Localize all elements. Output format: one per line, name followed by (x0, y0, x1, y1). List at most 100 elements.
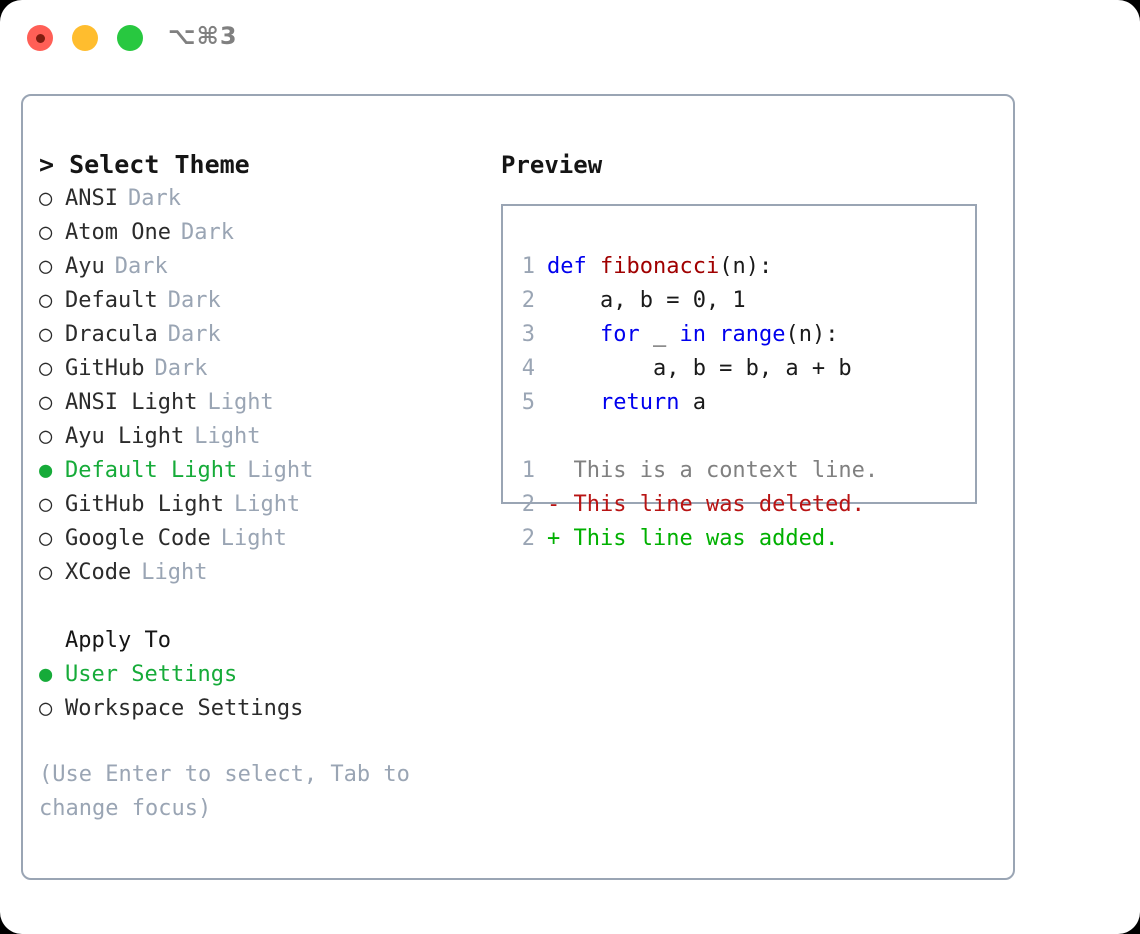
line-number: 2 (521, 526, 535, 551)
title-bar: ⌥⌘3 (0, 0, 1140, 78)
code-text: for _ in range(n): (547, 318, 838, 352)
theme-option-ayu-light[interactable]: ○ Ayu Light Light (39, 420, 479, 454)
radio-unselected-icon: ○ (39, 220, 53, 245)
code-line: 1 def fibonacci(n): (503, 250, 975, 284)
radio-unselected-icon: ○ (39, 322, 53, 347)
code-token: for (599, 322, 640, 347)
diff-marker (547, 454, 560, 488)
diff-text: This is a context line. (560, 458, 879, 483)
apply-to-heading: Apply To (65, 628, 171, 653)
theme-option-label: Ayu (65, 254, 105, 279)
theme-option-tag: Dark (167, 288, 221, 313)
theme-option-label: Ayu Light (65, 424, 185, 449)
theme-option-tag: Light (247, 458, 314, 483)
apply-to-option-label: User Settings (65, 662, 238, 687)
section-spacer (39, 590, 479, 624)
radio-unselected-icon: ○ (39, 424, 53, 449)
code-line: 4 a, b = b, a + b (503, 352, 975, 386)
code-token: fibonacci (599, 254, 720, 279)
code-text: def fibonacci(n): (547, 250, 772, 284)
line-number: 4 (521, 356, 535, 381)
code-text: a, b = 0, 1 (547, 284, 746, 318)
line-number: 3 (521, 322, 535, 347)
theme-option-tag: Dark (114, 254, 168, 279)
keyboard-hint-text: (Use Enter to select, Tab to change focu… (39, 762, 424, 821)
theme-option-label: Google Code (65, 526, 211, 551)
theme-option-label: Atom One (65, 220, 171, 245)
maximize-window-button[interactable] (117, 25, 143, 51)
code-sample: 1 def fibonacci(n): 2 a, b = 0, 1 3 for _ i… (503, 250, 975, 420)
select-theme-heading: > Select Theme (39, 150, 250, 179)
minimize-window-button[interactable] (72, 25, 98, 51)
code-blank-line (503, 420, 975, 454)
theme-option-tag: Dark (154, 356, 208, 381)
close-window-button[interactable] (27, 25, 53, 51)
diff-marker: + (547, 526, 561, 551)
diff-line: 2- This line was deleted. (503, 488, 975, 522)
theme-option-label: ANSI (65, 186, 118, 211)
apply-to-option-list: ● User Settings ○Workspace Settings (39, 658, 479, 726)
radio-unselected-icon: ○ (39, 186, 53, 211)
preview-panel: Preview 1 def fibonacci(n): 2 a, b = 0, 1 3… (501, 148, 991, 551)
radio-unselected-icon: ○ (39, 526, 53, 551)
code-token (706, 322, 719, 347)
radio-unselected-icon: ○ (39, 560, 53, 585)
radio-unselected-icon: ○ (39, 254, 53, 279)
line-number: 2 (521, 288, 535, 313)
line-number: 5 (521, 390, 535, 415)
code-token (547, 322, 600, 347)
diff-line: 1 This is a context line. (503, 454, 975, 488)
preview-heading: Preview (501, 151, 603, 179)
line-number: 2 (521, 492, 535, 517)
code-token: def (547, 254, 600, 279)
diff-sample: 1 This is a context line.2- This line wa… (503, 454, 975, 556)
theme-option-tag: Light (220, 526, 287, 551)
theme-option-tag: Dark (180, 220, 234, 245)
theme-option-dracula[interactable]: ○ Dracula Dark (39, 318, 479, 352)
code-token: a, b = b, a + b (547, 356, 852, 381)
theme-option-google-code[interactable]: ○ Google Code Light (39, 522, 479, 556)
apply-to-option-user-settings[interactable]: ● User Settings (39, 658, 479, 692)
theme-option-label: GitHub (65, 356, 145, 381)
code-token: (n): (719, 254, 773, 279)
line-number: 1 (521, 254, 535, 279)
code-token: a, b = 0, 1 (547, 288, 746, 313)
theme-option-tag: Light (207, 390, 274, 415)
apply-to-option-workspace-settings[interactable]: ○Workspace Settings (39, 692, 479, 726)
code-preview-box: 1 def fibonacci(n): 2 a, b = 0, 1 3 for _ i… (501, 204, 977, 551)
theme-option-atom-one[interactable]: ○ Atom One Dark (39, 216, 479, 250)
theme-option-tag: Dark (167, 322, 221, 347)
code-token: in (679, 322, 706, 347)
theme-option-ansi-light[interactable]: ○ ANSI Light Light (39, 386, 479, 420)
theme-option-github-light[interactable]: ○ GitHub Light Light (39, 488, 479, 522)
diff-text: This line was added. (560, 526, 839, 551)
diff-marker: - (547, 492, 561, 517)
theme-option-tag: Light (233, 492, 301, 517)
code-text: return a (547, 386, 706, 420)
radio-unselected-icon: ○ (39, 390, 53, 415)
radio-unselected-icon: ○ (39, 492, 53, 517)
code-token: _ (639, 322, 680, 347)
theme-option-tag: Light (194, 424, 261, 449)
theme-option-tag: Light (141, 560, 208, 585)
theme-option-label: Dracula (65, 322, 158, 347)
code-line: 5 return a (503, 386, 975, 420)
code-token: range (719, 322, 786, 347)
theme-option-label: ANSI Light (65, 390, 198, 415)
theme-option-label: Default (65, 288, 158, 313)
theme-option-ayu[interactable]: ○ Ayu Dark (39, 250, 479, 284)
theme-option-label: GitHub Light (65, 492, 224, 517)
code-token: return (599, 390, 680, 415)
diff-line: 2 + This line was added. (503, 522, 975, 556)
apply-to-option-label: Workspace Settings (65, 696, 304, 721)
radio-selected-icon: ● (39, 662, 53, 687)
